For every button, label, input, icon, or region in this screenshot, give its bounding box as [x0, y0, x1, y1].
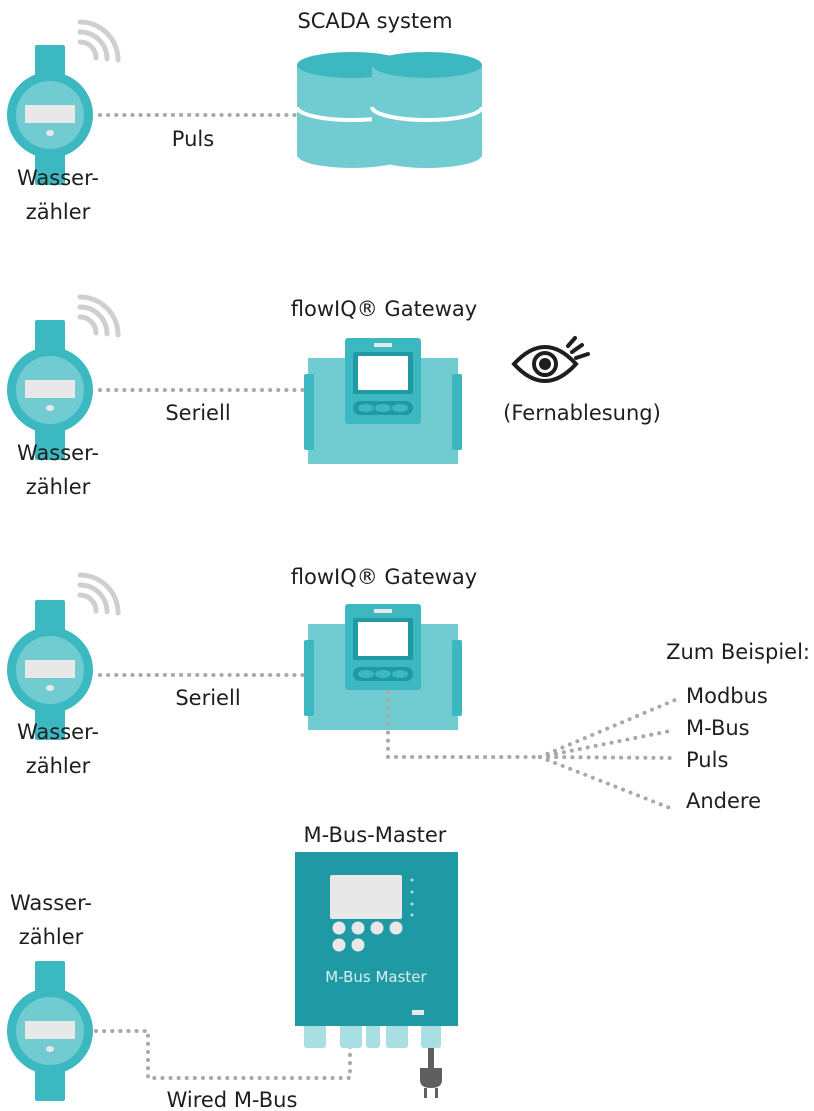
power-plug-icon: [420, 1048, 442, 1098]
row4-meter-label-line1: Wasser-: [10, 891, 92, 915]
mbus-master-icon: [295, 852, 458, 1048]
output-item: Andere: [686, 789, 761, 813]
row1-meter-label-line2: zähler: [26, 200, 91, 224]
row3-gateway-icon: [304, 604, 462, 730]
row1-meter-label-line1: Wasser-: [17, 166, 99, 190]
remote-reading-label: (Fernablesung): [503, 401, 661, 425]
row2-connection-label: Seriell: [165, 401, 230, 425]
row3-connection-label: Seriell: [175, 686, 240, 710]
example-heading: Zum Beispiel:: [666, 640, 810, 664]
row3-wireless-signal-icon: [80, 575, 118, 613]
row4-water-meter-icon: [7, 961, 93, 1101]
row1-wireless-signal-icon: [80, 22, 118, 60]
row2-wireless-signal-icon: [80, 297, 118, 335]
row1-connection-label: Puls: [172, 127, 214, 151]
output-item: M-Bus: [686, 716, 750, 740]
row3-meter-label-line2: zähler: [26, 754, 91, 778]
row2-gateway-icon: [304, 338, 462, 464]
gateway-output-connector: [386, 690, 542, 759]
row4-meter-label-line2: zähler: [19, 925, 84, 949]
row2-water-meter-icon: [7, 320, 93, 460]
output-item: Modbus: [686, 684, 768, 708]
row1-water-meter-icon: [7, 45, 93, 185]
row3-meter-label-line1: Wasser-: [17, 720, 99, 744]
output-fan-lines: [538, 698, 677, 812]
row2-meter-label-line1: Wasser-: [17, 441, 99, 465]
output-item: Puls: [686, 748, 728, 772]
database-icon: [295, 52, 484, 168]
row2-meter-label-line2: zähler: [26, 475, 91, 499]
row3-water-meter-icon: [7, 600, 93, 740]
row4-connection-label: Wired M-Bus: [167, 1088, 298, 1111]
mbus-master-device-text: M-Bus Master: [325, 968, 427, 986]
row2-target-label: flowIQ® Gateway: [291, 297, 477, 321]
row3-target-label: flowIQ® Gateway: [291, 565, 477, 589]
row4-target-label: M-Bus-Master: [304, 823, 447, 847]
wired-mbus-connector: [94, 1029, 352, 1080]
row1-target-label: SCADA system: [297, 9, 452, 33]
eye-icon: [511, 336, 590, 383]
